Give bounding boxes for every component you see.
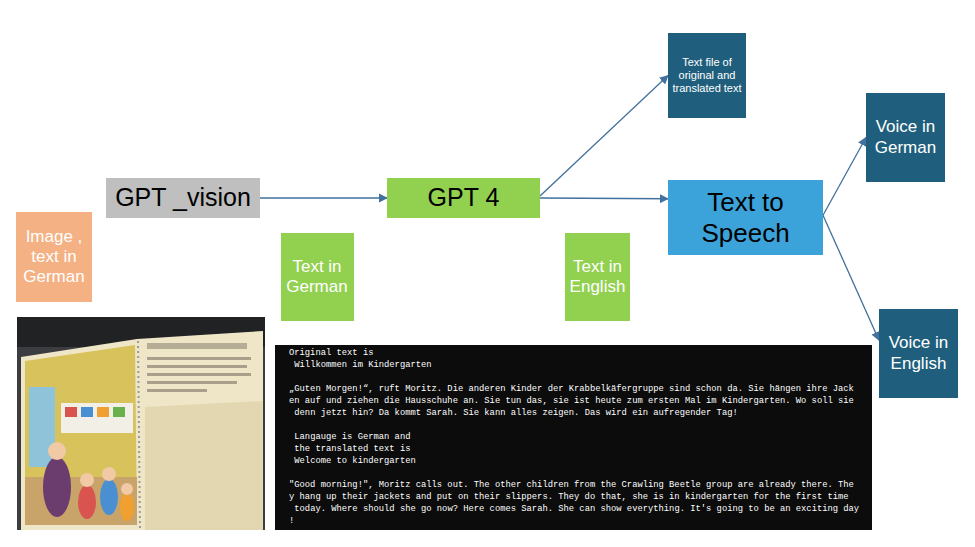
- child-figure: [100, 479, 118, 515]
- page-text-line: [147, 357, 251, 360]
- page-text-line: [147, 381, 237, 384]
- flow-arrow: [260, 197, 387, 198]
- book-pages: [21, 331, 263, 530]
- output-box: Text file of original and translated tex…: [668, 33, 746, 118]
- terminal-line: "Good morning!", Moritz calls out. The o…: [289, 479, 872, 491]
- flow-arrow: [540, 76, 668, 197]
- illustration-cubbies: [61, 403, 133, 433]
- page-text-line: [147, 365, 247, 368]
- page-text-line: [147, 389, 207, 392]
- box-label: Voice in German: [870, 117, 941, 157]
- cubby: [81, 407, 93, 417]
- terminal-screenshot: Original text isWillkommen im Kindergart…: [275, 345, 872, 530]
- terminal-line: „Guten Morgen!“, ruft Moritz. Die andere…: [289, 383, 872, 395]
- book-photo: [17, 317, 265, 530]
- child-figure: [78, 485, 96, 519]
- page-text-line: [147, 373, 251, 376]
- terminal-line: denn jetzt hin? Da kommt Sarah. Sie kann…: [289, 407, 872, 419]
- box-label: Text in English: [569, 257, 626, 297]
- illustration-wall: [25, 345, 137, 525]
- head: [121, 483, 133, 495]
- spiral-binding: [138, 341, 140, 530]
- process-box: GPT _vision: [106, 178, 260, 218]
- flow-arrow: [540, 197, 668, 199]
- photo-background: [17, 317, 265, 530]
- head: [80, 473, 94, 487]
- illustration-floor: [25, 477, 137, 525]
- box-label: Image , text in German: [20, 227, 88, 287]
- terminal-line: Langauge is German and: [289, 431, 872, 443]
- cubby: [97, 407, 109, 417]
- terminal-line: Original text is: [289, 347, 872, 359]
- box-label: GPT _vision: [110, 183, 256, 213]
- box-label: Text to Speech: [672, 187, 819, 248]
- cubby: [65, 407, 77, 417]
- terminal-line: !: [289, 515, 872, 527]
- terminal-line: today. Where should she go now? Here com…: [289, 503, 872, 515]
- terminal-line: y hang up their jackets and put on their…: [289, 491, 872, 503]
- process-box: Text to Speech: [668, 180, 823, 255]
- adult-figure: [43, 457, 71, 517]
- flow-arrow: [823, 138, 866, 216]
- box-label: Text in German: [285, 257, 350, 297]
- terminal-line: Welcome to kindergarten: [289, 455, 872, 467]
- output-box: Voice in German: [866, 93, 945, 182]
- box-label: GPT 4: [391, 183, 536, 213]
- head: [48, 442, 66, 460]
- box-label: Text file of original and translated tex…: [672, 56, 742, 95]
- child-figure: [120, 493, 134, 521]
- process-box: GPT 4: [387, 178, 540, 218]
- data-tag: Text in German: [281, 233, 354, 321]
- page-shadow: [145, 401, 263, 530]
- terminal-line: the translated text is: [289, 443, 872, 455]
- output-box: Voice in English: [879, 309, 958, 398]
- page-heading: [147, 343, 247, 349]
- head: [102, 467, 116, 481]
- terminal-line: en auf und ziehen die Hausschuhe an. Sie…: [289, 395, 872, 407]
- box-label: Voice in English: [883, 333, 954, 373]
- terminal-line: Willkommen im Kindergarten: [289, 359, 872, 371]
- cubby: [113, 407, 125, 417]
- input-box: Image , text in German: [16, 212, 92, 302]
- flow-arrow: [823, 215, 879, 340]
- data-tag: Text in English: [565, 233, 630, 321]
